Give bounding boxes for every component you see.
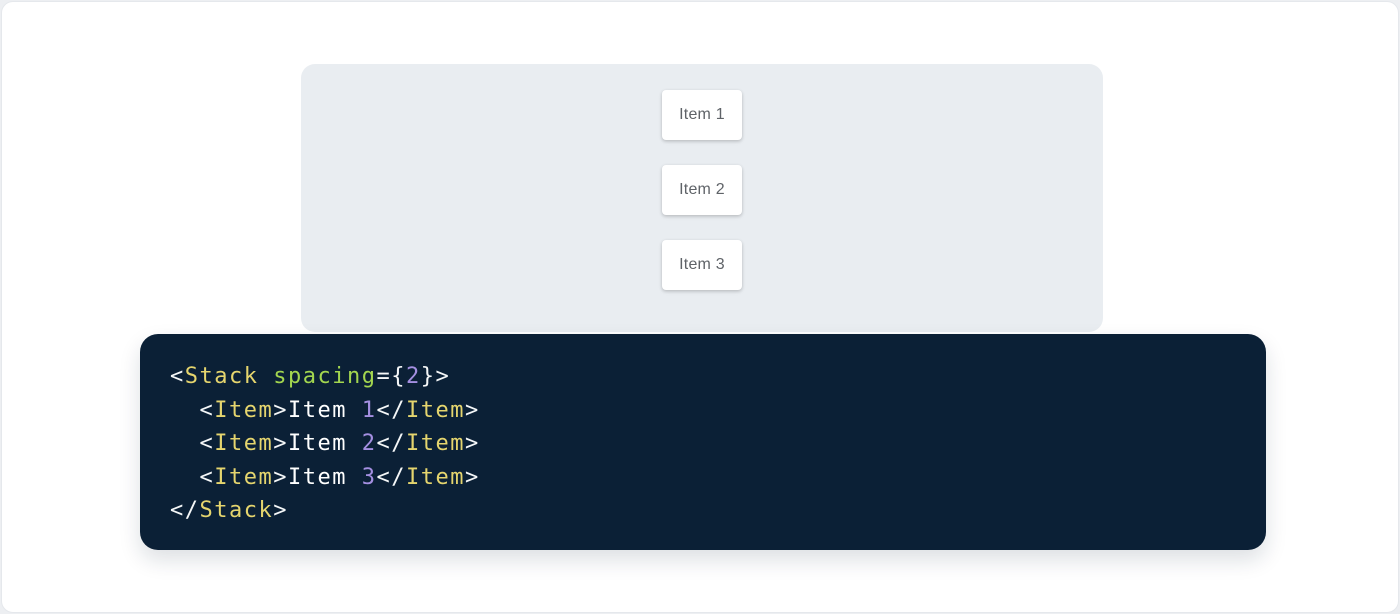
stack-item: Item 1 (662, 90, 742, 140)
code-token-tag: Stack (184, 364, 259, 389)
code-token-punc: > (273, 498, 288, 523)
code-token-tag: Item (405, 397, 465, 423)
code-token-tag: Item (214, 431, 274, 456)
code-token-tag: Item (405, 464, 465, 490)
code-token-punc: > (273, 464, 288, 490)
code-token-text: Item (287, 464, 362, 490)
code-token-text: Item (287, 397, 362, 423)
code-token-punc: </ (376, 397, 406, 423)
code-token-punc: }> (420, 364, 451, 389)
code-token-text (258, 364, 273, 389)
code-token-tag: Item (214, 397, 274, 423)
code-token-punc: > (464, 464, 480, 490)
code-token-attr: spacing (273, 364, 377, 389)
code-token-punc: </ (376, 464, 406, 490)
stack-item-label: Item 3 (679, 256, 725, 273)
code-token-punc: ={ (376, 364, 406, 389)
code-token-tag: Item (214, 464, 274, 490)
stack-item-label: Item 1 (679, 106, 725, 123)
code-token-tag: Stack (199, 498, 274, 523)
code-token-num: 2 (361, 431, 377, 456)
stack-item: Item 3 (662, 240, 742, 290)
code-token-punc: > (273, 431, 288, 456)
stack-item: Item 2 (662, 165, 742, 215)
code-snippet: <Stack spacing={2}> <Item>Item 1</Item> … (170, 360, 1236, 528)
code-token-punc: < (170, 464, 215, 490)
code-token-num: 2 (405, 364, 421, 389)
code-token-num: 1 (361, 397, 377, 423)
code-token-text: Item (287, 431, 362, 456)
code-token-punc: </ (170, 498, 200, 523)
stack-item-label: Item 2 (679, 181, 725, 198)
code-token-punc: < (170, 397, 215, 423)
code-token-num: 3 (361, 464, 377, 490)
code-token-punc: > (273, 397, 288, 423)
code-block: <Stack spacing={2}> <Item>Item 1</Item> … (140, 334, 1266, 550)
code-token-tag: Item (405, 431, 465, 456)
code-token-punc: > (464, 431, 480, 456)
stack-demo-panel: Item 1 Item 2 Item 3 (301, 64, 1103, 332)
code-token-punc: < (170, 364, 185, 389)
code-token-punc: > (464, 397, 480, 423)
code-token-punc: </ (376, 431, 406, 456)
code-token-punc: < (170, 431, 215, 456)
